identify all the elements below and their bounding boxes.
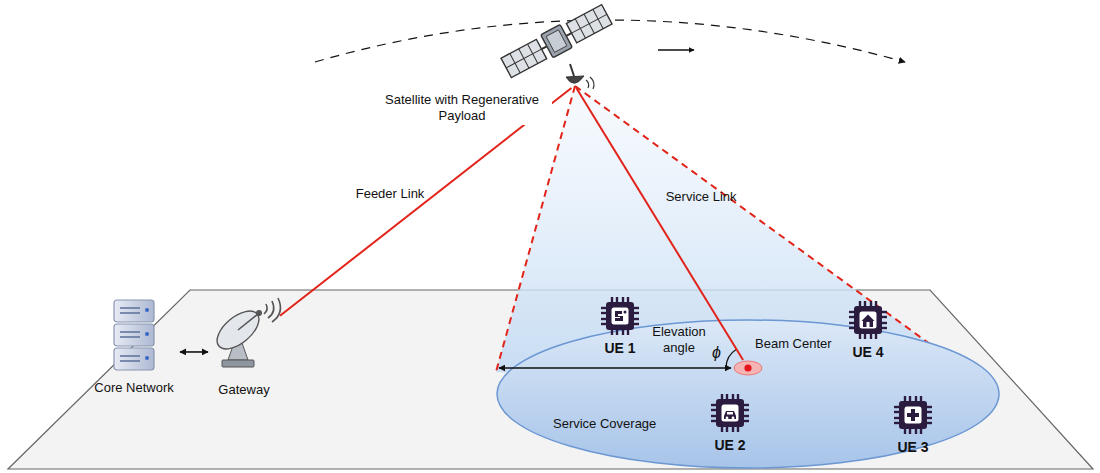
elevation-angle-label: Elevation angle [648, 324, 710, 357]
feeder-link-label: Feeder Link [356, 186, 425, 202]
ue-device-shape [710, 393, 750, 433]
satellite-node: Satellite with Regenerative Payload [500, 2, 615, 88]
motion-arrow [658, 49, 694, 50]
coverage-label: Service Coverage [553, 416, 656, 432]
ue-device: UE 1 [596, 296, 644, 360]
gateway-node: Gateway [208, 296, 280, 402]
satellite-node-shape [500, 2, 615, 90]
ue-device: UE 2 [706, 393, 754, 457]
ue-label: UE 3 [897, 439, 928, 457]
angle-symbol: ϕ [712, 343, 721, 363]
feeder-link [280, 88, 571, 316]
ue-device-shape [848, 300, 888, 340]
service-link [576, 88, 743, 360]
core-network-node-shape [112, 298, 156, 374]
gateway-node-shape [208, 298, 278, 370]
gateway-label: Gateway [218, 382, 269, 398]
ground-plane [8, 290, 1093, 469]
beam-center: Beam Center [733, 360, 763, 376]
beam-center-label: Beam Center [755, 336, 832, 352]
ue-label: UE 2 [714, 437, 745, 455]
service-coverage-area: Service Coverage UE 1 UE 4 Beam Center UE 2 U… [495, 318, 1001, 470]
ue-label: UE 4 [852, 344, 883, 362]
ue-device: UE 3 [889, 395, 937, 459]
service-link-label: Service Link [666, 189, 737, 205]
ue-device: UE 4 [844, 300, 892, 364]
ue-label: UE 1 [604, 340, 635, 358]
satellite-label: Satellite with Regenerative Payload [372, 92, 552, 125]
ue-device-shape [893, 395, 933, 435]
core-network-label: Core Network [94, 380, 173, 396]
core-network-node: Core Network [88, 296, 180, 402]
beam-edge [496, 86, 575, 372]
orbit-path [315, 20, 905, 62]
beam-center-shape [733, 360, 763, 376]
ue-device-shape [600, 296, 640, 336]
core-gateway-link [180, 351, 208, 353]
